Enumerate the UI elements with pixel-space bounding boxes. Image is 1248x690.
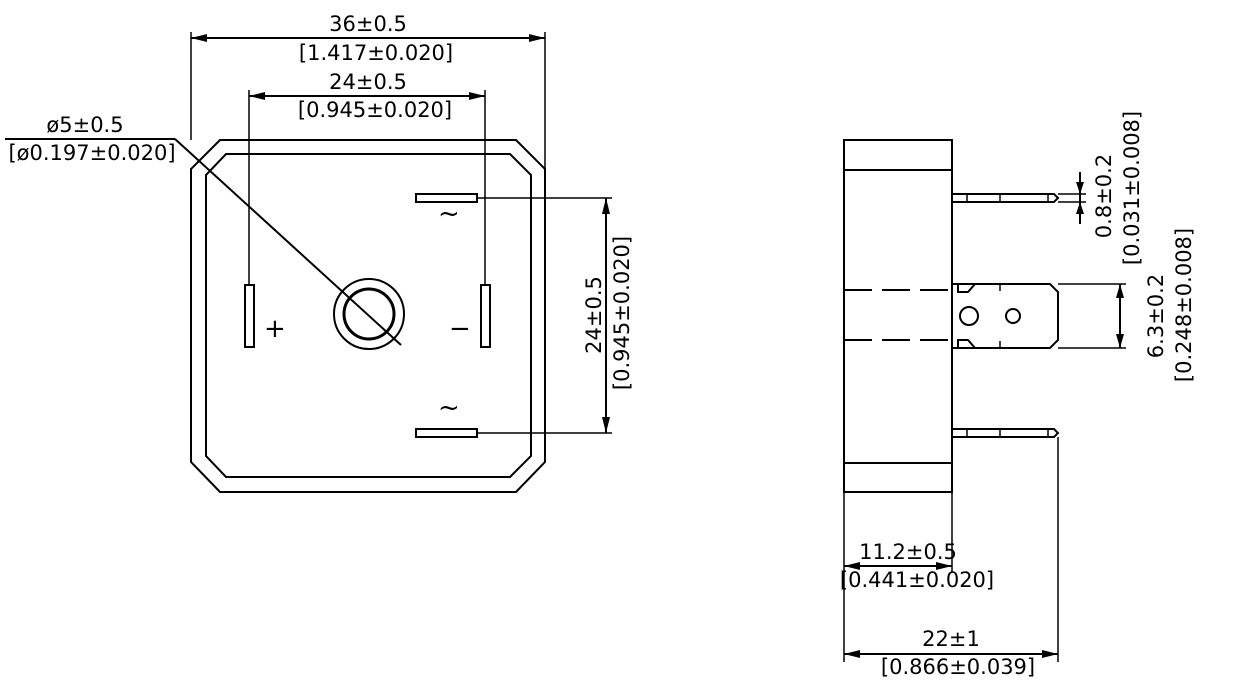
arrow-up [1076,202,1084,214]
body-outline-outer [190,139,546,493]
body-outline-inner [205,153,532,478]
arrow-down [1116,334,1124,348]
terminal-hole-small [1005,308,1021,324]
mounting-hole-outer [333,278,405,350]
arrow-up [602,198,610,214]
dim-width-total-label: 36±0.5 [329,12,407,36]
pin-positive [244,284,255,348]
arrow-left [249,92,265,100]
symbol-minus: − [449,314,471,344]
symbol-plus: + [264,314,286,344]
side-body [843,139,953,493]
symbol-ac-top: ~ [438,199,460,229]
front-view: + − ~ ~ 36±0.5 [1.417±0.020] 24±0.5 [0.9… [5,12,634,493]
arrow-right [529,34,545,42]
hole-leader-line [174,138,402,346]
arrow-right [1042,650,1058,658]
dim-terminal-width-in-label: [0.248±0.008] [1172,228,1196,382]
arrow-down [1076,182,1084,194]
dim-hole-in-label: [ø0.197±0.020] [8,141,175,165]
terminal-top [952,193,1060,203]
terminal-notch-top [957,283,976,293]
dim-body-depth-in-label: [0.441±0.020] [840,568,994,592]
dim-width-total-in-label: [1.417±0.020] [299,41,453,65]
dim-terminal-thickness-in-label: [0.031±0.008] [1120,111,1144,265]
side-view: 0.8±0.2 [0.031±0.008] 6.3±0.2 [0.248±0.0… [840,111,1196,679]
arrow-right [936,562,952,570]
arrow-up [1116,284,1124,298]
dim-terminal-width-label: 6.3±0.2 [1144,274,1168,358]
terminal-middle [952,283,1059,349]
terminal-hole-large [959,306,979,326]
dim-terminal-thickness-label: 0.8±0.2 [1092,154,1116,238]
pin-negative [480,284,491,348]
dim-total-depth-label: 22±1 [922,627,980,651]
dim-pin-spacing-h-in-label: [0.945±0.020] [298,98,452,122]
arrow-right [469,92,485,100]
arrow-left [191,34,207,42]
pin-ac-bottom [415,428,478,438]
dim-pin-spacing-h-label: 24±0.5 [329,70,407,94]
terminal-bottom [952,428,1060,438]
arrow-left [844,562,860,570]
dim-pin-spacing-v-label: 24±0.5 [582,276,606,354]
dim-body-depth-label: 11.2±0.5 [859,540,957,564]
arrow-down [602,417,610,433]
dim-hole-label: ø5±0.5 [46,113,123,137]
terminal-notch-bottom [957,339,976,349]
dim-total-depth-in-label: [0.866±0.039] [881,655,1035,679]
mounting-hole-inner [342,287,396,341]
symbol-ac-bottom: ~ [438,393,460,423]
arrow-left [844,650,860,658]
dim-pin-spacing-v-in-label: [0.945±0.020] [610,236,634,390]
